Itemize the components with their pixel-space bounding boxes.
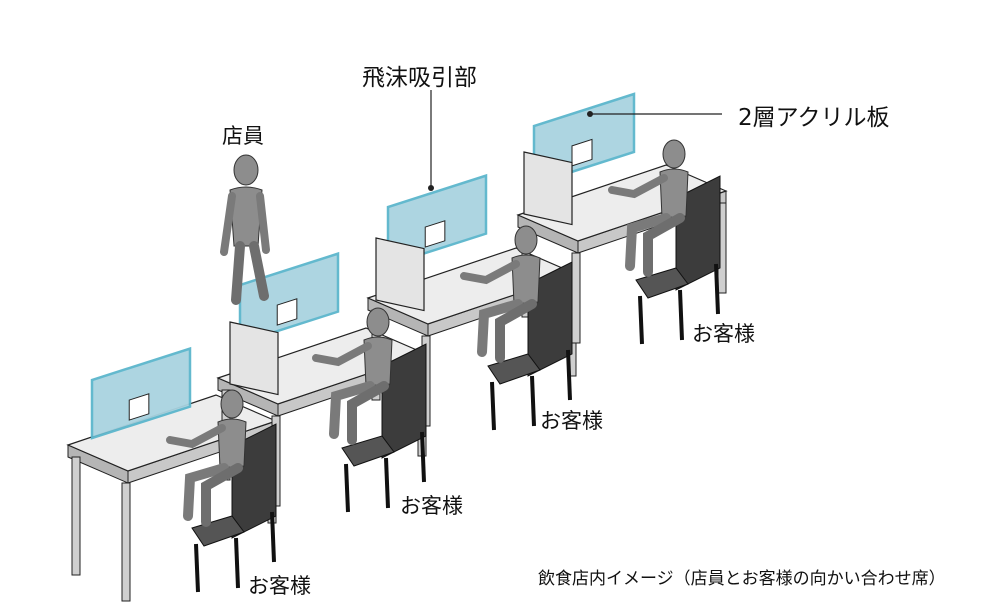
mannequin-leg xyxy=(495,299,537,363)
chair-leg xyxy=(234,537,240,589)
chair-leg xyxy=(344,463,350,513)
customer-label-2: お客様 xyxy=(400,494,463,518)
acrylic-board-label: 2層アクリル板 xyxy=(738,105,890,131)
mannequin-arm xyxy=(460,260,520,285)
mannequin-arm xyxy=(608,174,668,199)
mannequin-torso xyxy=(659,168,689,219)
partition-panel xyxy=(229,321,279,396)
mannequin-head xyxy=(220,389,244,419)
mannequin-torso xyxy=(217,418,247,469)
suction-slot xyxy=(424,220,446,248)
chair-leg xyxy=(194,543,200,593)
partition-panel xyxy=(523,151,573,226)
partition-panel-3 xyxy=(523,151,573,226)
mannequin-head xyxy=(514,225,538,255)
mannequin-arm xyxy=(256,192,270,254)
chair-leg xyxy=(384,457,390,509)
mannequin-torso xyxy=(229,186,263,247)
diagram-caption: 飲食店内イメージ（店員とお客様の向かい合わせ席） xyxy=(538,569,946,589)
chair-seat xyxy=(341,435,395,467)
mannequin-head xyxy=(662,139,686,169)
customer-4 xyxy=(608,139,689,277)
leader-lines xyxy=(428,90,722,191)
mannequin-leg xyxy=(329,381,375,439)
customer-3 xyxy=(460,225,541,363)
mannequin-leg xyxy=(347,381,389,445)
table-leg xyxy=(121,482,131,602)
acrylic-board xyxy=(238,251,340,345)
chair-leg xyxy=(638,295,644,345)
acrylic-board-3 xyxy=(386,173,488,267)
mannequin-torso xyxy=(511,254,541,305)
mannequin-leg xyxy=(201,463,243,527)
table-leg xyxy=(71,456,81,576)
chair-2 xyxy=(341,343,427,513)
acrylic-board-2 xyxy=(238,251,340,345)
acrylic-board-1 xyxy=(90,346,192,440)
mannequin-arm xyxy=(166,424,226,449)
mannequin-torso xyxy=(363,336,393,387)
mannequin-figures xyxy=(166,139,721,593)
chair-leg xyxy=(270,511,276,563)
chair-leg xyxy=(566,349,572,401)
mannequin-leg xyxy=(249,241,269,301)
customer-label-3: お客様 xyxy=(540,409,603,433)
chair-leg xyxy=(678,289,684,341)
chair-leg xyxy=(490,381,496,431)
suction-leader-dot xyxy=(428,185,434,191)
staff-mannequin xyxy=(220,154,270,305)
mannequin-arm xyxy=(312,342,372,367)
suction-part-label: 飛沫吸引部 xyxy=(362,65,477,91)
mannequin-arm xyxy=(220,192,236,256)
mannequin-leg xyxy=(231,241,245,305)
table-leg xyxy=(571,252,581,344)
acrylic-board xyxy=(386,173,488,267)
chair-leg xyxy=(420,431,426,483)
partition-panel-1 xyxy=(229,321,279,396)
customer-2 xyxy=(312,307,393,445)
staff-label: 店員 xyxy=(222,124,264,148)
suction-slot xyxy=(128,393,150,421)
chair-seat xyxy=(487,353,541,385)
mannequin-head xyxy=(233,154,259,186)
partition-panel-2 xyxy=(375,237,425,312)
mannequin-leg xyxy=(183,463,229,521)
mannequin-leg xyxy=(625,213,671,271)
chair-leg xyxy=(714,263,720,315)
mannequin-leg xyxy=(477,299,523,357)
chair-back xyxy=(381,343,427,459)
partition-panels xyxy=(90,92,636,440)
chair-leg xyxy=(530,375,536,427)
customer-label-4: お客様 xyxy=(692,322,755,346)
acrylic-leader-dot xyxy=(587,111,593,117)
mannequin-leg xyxy=(643,213,685,277)
chair-seat xyxy=(191,515,245,547)
suction-slot xyxy=(276,298,298,326)
chair-seat xyxy=(635,267,689,299)
customer-label-1: お客様 xyxy=(248,574,311,598)
acrylic-board xyxy=(90,346,192,440)
customer-1 xyxy=(166,389,247,527)
suction-slot xyxy=(571,138,593,167)
mannequin-head xyxy=(366,307,390,337)
partition-panel xyxy=(375,237,425,312)
